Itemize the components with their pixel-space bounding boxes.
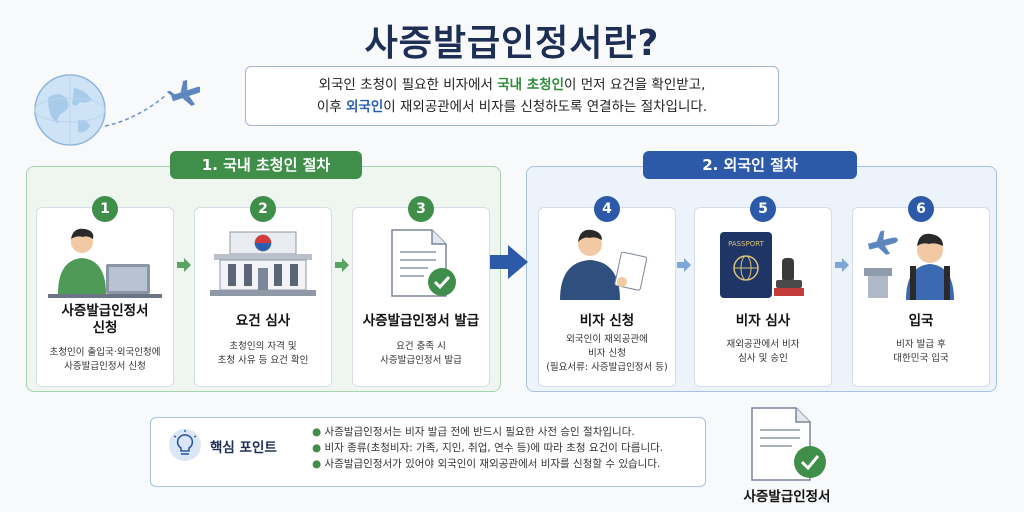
step-number-3: 3 xyxy=(408,196,434,222)
passport-label: PASSPORT xyxy=(728,240,765,248)
step-title-5: 비자 심사 xyxy=(735,313,791,329)
step-desc-line: 사증발급인정서 신청 xyxy=(64,361,146,372)
intro-line-1: 외국인 초청이 필요한 비자에서 국내 초청인이 먼저 요건을 확인받고, xyxy=(246,74,778,96)
step-desc-line: 사증발급인정서 발급 xyxy=(380,355,462,366)
step-title-6: 입국 xyxy=(908,313,934,329)
intro-text: 이 재외공관에서 비자를 신청하도록 연결하는 절차입니다. xyxy=(383,99,708,115)
intro-text: 이후 xyxy=(316,99,347,115)
step-desc-line: 초청인의 자격 및 xyxy=(229,341,297,352)
step-desc-6: 비자 발급 후 대한민국 입국 xyxy=(852,338,990,366)
step-desc-1: 초청인이 출입국·외국인청에 사증발급인정서 신청 xyxy=(36,346,174,374)
step-desc-line: 초청인이 출입국·외국인청에 xyxy=(49,347,161,358)
intro-line-2: 이후 외국인이 재외공관에서 비자를 신청하도록 연결하는 절차입니다. xyxy=(246,96,778,118)
check-circle-icon: ● xyxy=(312,426,322,438)
step-desc-line: 비자 발급 후 xyxy=(896,339,946,350)
step-desc-line: 재외공관에서 비자 xyxy=(726,339,800,350)
person-document-icon xyxy=(560,229,648,300)
step-desc-line: 비자 신청 xyxy=(588,348,626,359)
step-desc-4: 외국인이 재외공관에 비자 신청 (필요서류: 사증발급인정서 등) xyxy=(538,333,676,375)
arrow-right-icon xyxy=(677,258,691,272)
step-title-line: 신청 xyxy=(92,320,118,336)
step-title-4: 비자 신청 xyxy=(579,313,635,329)
key-point-item: ● 비자 종류(초청비자: 가족, 지인, 취업, 연수 등)에 따라 초청 요… xyxy=(312,440,702,456)
step-desc-2: 초청인의 자격 및 초청 사유 등 요건 확인 xyxy=(194,340,332,368)
key-point-item: ● 사증발급인정서가 있어야 외국인이 재외공관에서 비자를 신청할 수 있습니… xyxy=(312,456,702,472)
airplane-icon xyxy=(867,230,898,255)
step-title-line: 사증발급인정서 xyxy=(61,303,149,319)
key-points-box xyxy=(150,417,706,487)
approved-document-icon xyxy=(751,407,826,481)
step-desc-line: 요건 충족 시 xyxy=(396,341,446,352)
key-points-list: ● 사증발급인정서는 비자 발급 전에 반드시 필요한 사전 승인 절차입니다.… xyxy=(312,424,702,472)
government-building-icon xyxy=(210,231,316,296)
phase-label-domestic: 1. 국내 초청인 절차 xyxy=(170,151,362,179)
airplane-icon xyxy=(166,79,200,106)
step-number-5: 5 xyxy=(750,196,776,222)
globe-plane-illustration xyxy=(34,74,200,146)
step-desc-line: 대한민국 입국 xyxy=(893,353,949,364)
key-points-label: 핵심 포인트 xyxy=(210,440,277,456)
step-desc-line: 외국인이 재외공관에 xyxy=(566,334,648,345)
globe-icon xyxy=(34,74,106,146)
page-title: 사증발급인정서란? xyxy=(364,23,660,64)
arrow-right-icon xyxy=(177,258,191,272)
arrow-right-icon xyxy=(835,258,849,272)
step-title-3: 사증발급인정서 발급 xyxy=(362,313,480,329)
passport-stamp-icon: PASSPORT xyxy=(720,232,804,298)
key-point-text: 비자 종류(초청비자: 가족, 지인, 취업, 연수 등)에 따라 초청 요건이… xyxy=(324,442,664,454)
step-number-2: 2 xyxy=(250,196,276,222)
intro-box: 외국인 초청이 필요한 비자에서 국내 초청인이 먼저 요건을 확인받고, 이후… xyxy=(245,66,779,126)
key-point-text: 사증발급인정서는 비자 발급 전에 반드시 필요한 사전 승인 절차입니다. xyxy=(324,426,635,438)
intro-highlight-foreigner: 외국인 xyxy=(346,99,384,115)
big-arrow-right-icon xyxy=(490,245,528,279)
arrow-right-icon xyxy=(335,258,349,272)
step-number-6: 6 xyxy=(908,196,934,222)
lightbulb-icon xyxy=(169,429,201,461)
check-circle-icon: ● xyxy=(312,458,322,470)
intro-text: 이 먼저 요건을 확인받고, xyxy=(564,77,706,93)
step-title-1: 사증발급인정서 신청 xyxy=(36,303,174,337)
phase-label-foreigner: 2. 외국인 절차 xyxy=(643,151,857,179)
step-desc-line: (필요서류: 사증발급인정서 등) xyxy=(546,362,668,373)
check-circle-icon: ● xyxy=(312,442,322,454)
approved-document-icon xyxy=(391,229,456,297)
step-desc-3: 요건 충족 시 사증발급인정서 발급 xyxy=(352,340,490,368)
step-number-4: 4 xyxy=(594,196,620,222)
key-point-item: ● 사증발급인정서는 비자 발급 전에 반드시 필요한 사전 승인 절차입니다. xyxy=(312,424,702,440)
traveler-airport-icon xyxy=(864,230,954,300)
intro-highlight-inviter: 국내 초청인 xyxy=(497,77,565,93)
step-desc-line: 초청 사유 등 요건 확인 xyxy=(217,355,309,366)
step-desc-line: 심사 및 승인 xyxy=(738,353,788,364)
step-desc-5: 재외공관에서 비자 심사 및 승인 xyxy=(694,338,832,366)
step-title-2: 요건 심사 xyxy=(235,313,291,329)
key-point-text: 사증발급인정서가 있어야 외국인이 재외공관에서 비자를 신청할 수 있습니다. xyxy=(324,458,661,470)
document-caption: 사증발급인정서 xyxy=(743,489,831,505)
intro-text: 외국인 초청이 필요한 비자에서 xyxy=(318,77,498,93)
person-laptop-icon xyxy=(48,228,162,298)
step-number-1: 1 xyxy=(92,196,118,222)
